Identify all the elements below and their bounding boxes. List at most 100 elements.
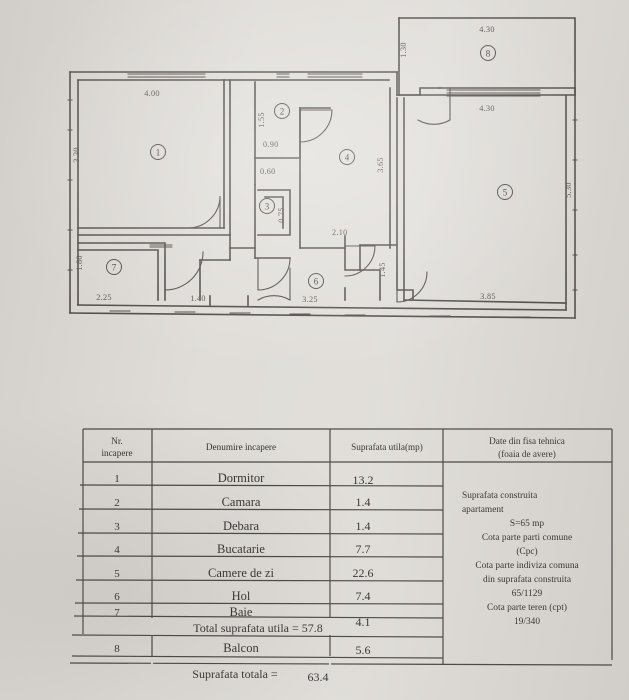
table-row: 4 Bucatarie 7.7	[114, 542, 370, 556]
hall-bottom-right	[359, 269, 381, 301]
cell-area: 5.6	[356, 643, 371, 657]
cell-nr: 6	[114, 591, 120, 603]
note-line-8: 65/1129	[512, 589, 543, 599]
row-rule-2	[78, 508, 444, 511]
cell-nr: 1	[114, 473, 120, 485]
table-row: 8 Balcon 5.6	[114, 641, 370, 657]
dim-room7-height: 1.80	[75, 255, 84, 271]
dim-balcony-height: 1.30	[399, 42, 408, 58]
total-value: 63.4	[308, 670, 329, 684]
room5-bottom-wall	[403, 299, 567, 304]
row-rule-balcony	[71, 655, 444, 659]
area-schedule-table: Nr. incapere Denumire incapere Suprafata…	[69, 428, 613, 684]
room-badge-4: 4	[339, 149, 355, 165]
note-line-9: Cota parte teren (cpt)	[487, 602, 567, 613]
dim-room3-height: 0.75	[277, 207, 286, 223]
cell-area: 7.7	[356, 542, 371, 556]
door-balcony	[417, 87, 451, 125]
note-line-1: Suprafata construita	[462, 490, 538, 501]
cell-name: Bucatarie	[217, 542, 265, 556]
table-grid	[69, 428, 613, 666]
hall-right-step	[344, 247, 361, 271]
cell-name: Balcon	[223, 641, 259, 655]
cell-nr: 2	[114, 497, 120, 509]
cell-area: 4.1	[356, 615, 371, 629]
door-room2	[299, 109, 333, 143]
room-label-1: 1	[156, 148, 161, 158]
room-badge-3: 3	[259, 198, 275, 214]
table-row: 6 Hol 7.4	[114, 589, 370, 603]
table-content: Nr. incapere Denumire incapere Suprafata…	[101, 436, 579, 684]
note-line-2: apartament	[462, 505, 504, 515]
header-notes-line1: Date din fisa tehnica	[489, 436, 565, 446]
note-line-5: (Cpc)	[516, 546, 537, 557]
cell-name: Camara	[222, 495, 261, 509]
header-name: Denumire incapere	[206, 442, 276, 452]
room-label-7: 7	[112, 263, 117, 273]
cell-nr: 8	[114, 643, 120, 655]
door-room1	[187, 195, 221, 229]
room5-bottom-step	[403, 289, 414, 301]
dim-room4-height: 3.65	[376, 157, 385, 173]
row-rule-7	[73, 615, 444, 619]
outer-wall-bottom-inner	[77, 304, 567, 311]
cell-name: Baie	[230, 605, 253, 619]
cell-nr: 7	[114, 607, 120, 619]
header-nr-line1: Nr.	[111, 436, 122, 446]
cell-area: 1.4	[356, 495, 371, 509]
table-row: 1 Dormitor 13.2	[114, 471, 373, 487]
room3-walls	[257, 189, 291, 236]
door-swings	[164, 87, 451, 303]
row-rule-3	[77, 532, 444, 535]
cell-nr: 4	[114, 544, 120, 556]
door-hall	[257, 267, 291, 301]
room-badge-1: 1	[150, 144, 166, 160]
door-room4	[344, 245, 376, 277]
row-rule-4	[76, 555, 444, 558]
dim-hall-width: 1.40	[190, 294, 206, 303]
dim-room5-width: 3.85	[480, 292, 496, 301]
cell-area: 22.6	[353, 566, 374, 580]
dim-room1-width: 4.00	[144, 89, 160, 98]
note-line-3: S=65 mp	[510, 519, 545, 529]
cell-name: Camere de zi	[208, 566, 274, 580]
floor-plan-drawing: 1 2 3 4 5 6 7 8 4.00 3.30 1.55 0.90 0.60…	[67, 17, 578, 319]
cell-name: Dormitor	[218, 471, 265, 485]
dim-room5-height: 5.30	[564, 182, 573, 198]
room7-walls	[77, 242, 166, 301]
room7-walls-inner	[77, 249, 159, 301]
header-nr-line2: incapere	[101, 448, 132, 458]
row-rule-1	[79, 484, 444, 487]
cell-name: Debara	[223, 519, 260, 533]
cell-nr: 5	[114, 568, 120, 580]
row-rule-6	[74, 602, 444, 605]
door-room3	[257, 257, 291, 291]
table-row: 5 Camere de zi 22.6	[114, 566, 373, 580]
room-label-8: 8	[486, 49, 491, 59]
table-row: 3 Debara 1.4	[114, 519, 370, 533]
dim-room6-height: 1.45	[378, 262, 387, 278]
room-badge-6: 6	[308, 273, 324, 289]
total-label: Suprafata totala =	[192, 667, 278, 681]
note-line-4: Cota parte parti comune	[482, 533, 572, 543]
dim-room1-height: 3.30	[72, 147, 81, 163]
dim-hall-opening: 2.10	[332, 228, 348, 237]
cell-area: 7.4	[356, 589, 371, 603]
window-hatching	[127, 73, 541, 248]
dim-room6-width: 3.25	[302, 295, 318, 304]
header-notes-line2: (foaia de avere)	[498, 449, 556, 459]
note-line-10: 19/340	[514, 617, 540, 627]
table-bottom-border	[69, 662, 613, 666]
outer-wall-bottom	[69, 312, 576, 319]
cell-nr: 3	[114, 521, 120, 533]
balcony-outer-wall	[398, 17, 576, 96]
dimension-labels: 4.00 3.30 1.55 0.90 0.60 0.75 3.65 2.10 …	[72, 25, 573, 304]
subtotal-row: Total suprafata utila = 57.8	[193, 621, 323, 635]
row-rule-subtotal	[71, 634, 444, 638]
dim-room3-width: 0.60	[260, 167, 276, 176]
cell-area: 13.2	[353, 473, 374, 487]
header-area: Suprafata utila(mp)	[351, 442, 423, 452]
cell-area: 1.4	[356, 519, 371, 533]
room-badge-7: 7	[106, 259, 122, 275]
cell-name: Hol	[232, 589, 251, 603]
